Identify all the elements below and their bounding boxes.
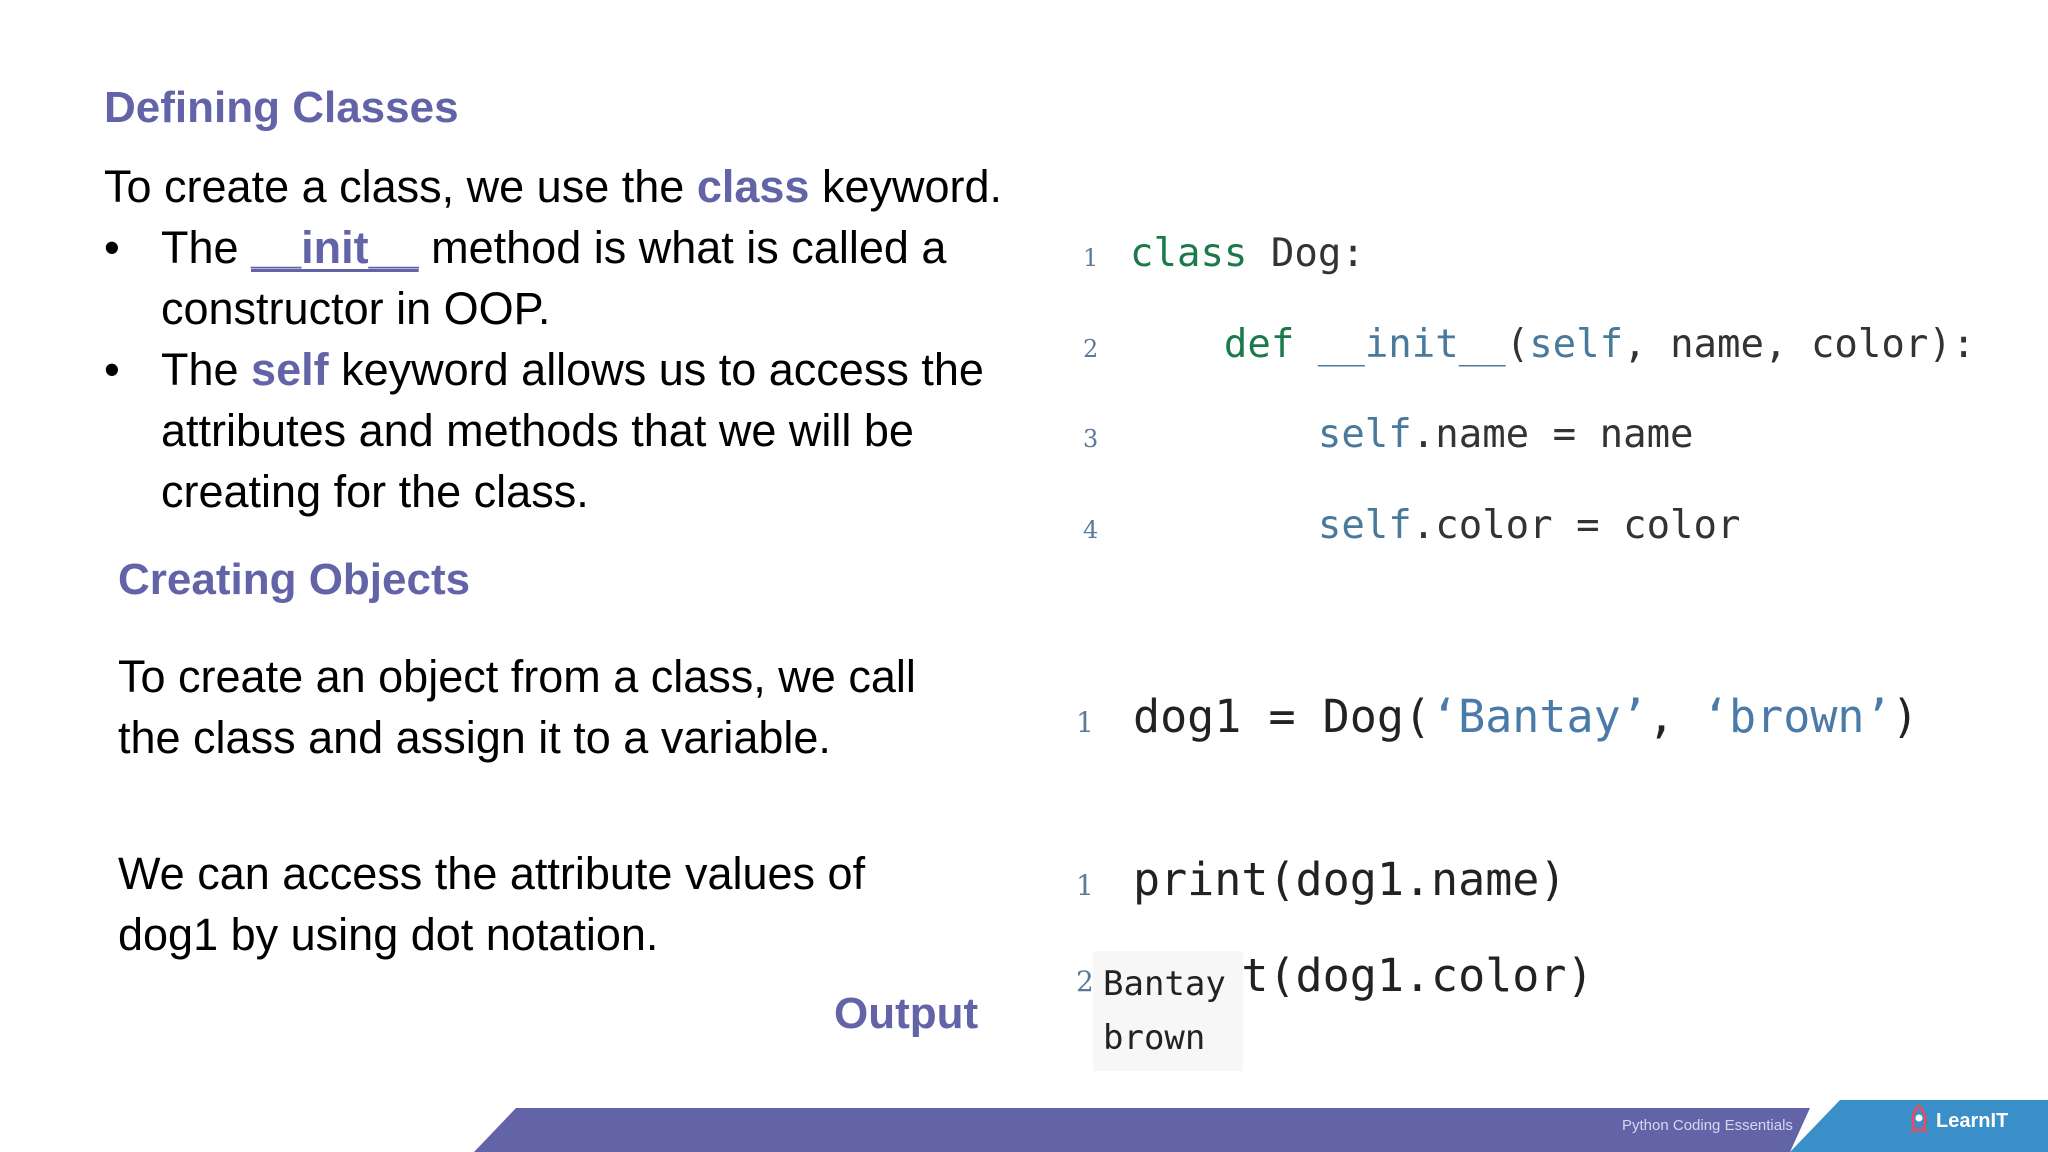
output-box: Bantay brown (1093, 951, 1243, 1071)
bullet-icon: • (104, 222, 120, 273)
bullet-self: •The self keyword allows us to access th… (104, 339, 1061, 522)
course-name: Python Coding Essentials (1622, 1117, 1793, 1134)
output-line: brown (1103, 1018, 1206, 1058)
footer-band (474, 1100, 2048, 1152)
rocket-icon (1909, 1104, 1929, 1134)
line-number: 1 (1083, 244, 1099, 272)
access-attributes-text: We can access the attribute values of do… (118, 848, 866, 960)
logo-text: LearnIT (1936, 1109, 2009, 1132)
code-line: 3 self.name = name (1083, 412, 1694, 457)
bullet-init: •The __init__ method is what is called a… (104, 217, 981, 339)
init-keyword: __init__ (251, 222, 419, 273)
output-line: Bantay (1103, 964, 1226, 1004)
output-label: Output (834, 989, 979, 1038)
bullet-icon: • (104, 344, 120, 395)
class-keyword: class (696, 161, 810, 212)
defining-classes-body: To create a class, we use the class keyw… (104, 156, 1024, 522)
line-number: 3 (1083, 425, 1099, 453)
defining-bullets: •The __init__ method is what is called a… (104, 217, 1044, 522)
defining-classes-heading: Defining Classes (104, 83, 459, 132)
self-keyword: self (251, 344, 329, 395)
code-line: 2 def __init__(self, name, color): (1083, 321, 1976, 367)
line-number: 1 (1076, 706, 1094, 739)
create-object-text: To create an object from a class, we cal… (118, 651, 916, 763)
creating-objects-heading: Creating Objects (118, 555, 471, 604)
line-number: 2 (1076, 965, 1094, 998)
footer-tab-shape (1790, 1100, 2048, 1152)
learnit-logo: LearnIT (1904, 1104, 2008, 1138)
defining-intro: To create a class, we use the class keyw… (104, 161, 1003, 212)
code-line: 4 self.color = color (1083, 502, 1741, 548)
line-number: 1 (1076, 869, 1094, 902)
line-number: 2 (1083, 334, 1099, 363)
footer-band-shape (474, 1108, 1810, 1152)
line-number: 4 (1083, 515, 1099, 544)
